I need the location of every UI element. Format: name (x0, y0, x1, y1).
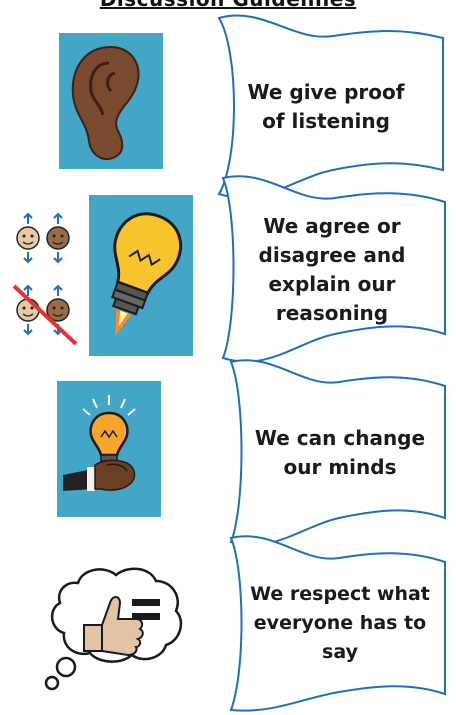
hand-lightbulb-icon (63, 395, 136, 491)
guideline-text-3: We can change our minds (254, 426, 426, 479)
page-title: Discussion Guidelines (0, 0, 456, 11)
guideline-banner-2: We agree or disagree and explain our rea… (217, 172, 451, 368)
guideline-banner-4: We respect what everyone has to say (225, 532, 451, 715)
faces-icon (12, 212, 78, 346)
guideline-banner-1: We give proof of listening (213, 12, 451, 202)
ear-card (59, 33, 163, 169)
guideline-banner-3: We can change our minds (225, 356, 451, 550)
thought-bubble (40, 563, 190, 693)
guideline-text-1: We give proof of listening (247, 80, 405, 133)
guideline-text-2: We agree or disagree and explain our rea… (258, 214, 406, 325)
guideline-text-4: We respect what everyone has to say (250, 583, 430, 663)
thumbs-up-equals-icon (44, 567, 183, 691)
lightbulb-icon (111, 212, 183, 337)
lightbulb-card (89, 195, 193, 356)
ear-icon (71, 45, 140, 160)
faces-agree-disagree (12, 210, 80, 346)
hand-lightbulb-card (57, 381, 161, 517)
